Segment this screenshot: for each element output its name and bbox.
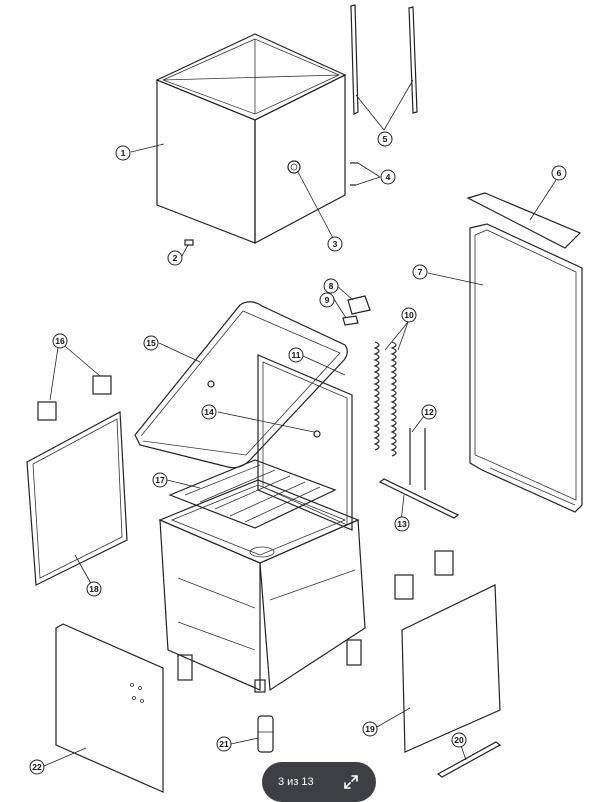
part-18-panel [26,411,128,586]
expand-diagonal-icon [344,775,358,789]
part-5-rails [350,4,418,115]
part-6-top-plate [466,192,582,249]
callout-3: 3 [327,236,343,252]
svg-text:22: 22 [32,762,42,772]
callout-8: 8 [323,278,339,294]
part-1-hood [155,33,347,244]
part-7-side-panel [469,223,583,513]
callout-21: 21 [216,736,232,752]
callout-17: 17 [152,472,168,488]
svg-text:12: 12 [424,407,434,417]
svg-text:6: 6 [557,168,562,178]
svg-text:21: 21 [219,739,229,749]
part-16-blocks [37,375,112,421]
callout-10: 10 [401,307,417,323]
page-counter: 3 из 13 [278,776,314,788]
svg-text:17: 17 [155,475,165,485]
part-8-bracket [347,295,371,315]
part-10-heating-coils [373,341,397,457]
callout-20: 20 [451,732,467,748]
part-22-door [55,623,164,793]
leader-lines [43,79,557,767]
svg-text:19: 19 [365,724,375,734]
svg-text:18: 18 [89,584,99,594]
svg-text:2: 2 [173,253,178,263]
svg-text:15: 15 [146,338,156,348]
part-19-panel [401,584,501,753]
svg-text:11: 11 [292,350,301,360]
callout-16: 16 [52,333,68,349]
callout-22: 22 [29,759,45,775]
callout-6: 6 [551,165,567,181]
spare-blocks [394,550,454,600]
svg-text:8: 8 [329,281,334,291]
callout-15: 15 [143,335,159,351]
svg-text:9: 9 [325,295,330,305]
callout-19: 19 [362,721,378,737]
svg-text:4: 4 [386,172,391,182]
part-13-bar [378,478,460,519]
callout-7: 7 [412,264,428,280]
svg-text:14: 14 [204,407,214,417]
callout-2: 2 [167,250,183,266]
svg-text:1: 1 [121,148,126,158]
svg-text:13: 13 [397,519,407,529]
svg-text:7: 7 [418,267,423,277]
callout-11: 11 [288,347,304,363]
part-9-clip [342,315,359,326]
svg-text:16: 16 [55,336,65,346]
part-17-rack [168,459,337,529]
svg-text:10: 10 [404,310,414,320]
callout-13: 13 [394,516,410,532]
part-4-bolts [350,162,358,186]
expand-button[interactable] [340,771,362,793]
part-2-screw [184,239,194,246]
svg-text:5: 5 [383,134,388,144]
page-indicator: 3 из 13 [262,762,376,802]
part-14-nut [207,380,321,438]
part-21-foot [257,715,274,753]
callout-14: 14 [201,404,217,420]
callout-12: 12 [421,404,437,420]
callout-9: 9 [319,292,335,308]
callout-4: 4 [380,169,396,185]
callout-1: 1 [115,145,131,161]
main-frame [158,354,366,693]
callout-5: 5 [377,131,393,147]
callout-18: 18 [86,581,102,597]
part-20-strip [436,741,502,778]
svg-text:3: 3 [333,239,338,249]
svg-text:20: 20 [454,735,464,745]
part-12-rods [409,428,426,490]
